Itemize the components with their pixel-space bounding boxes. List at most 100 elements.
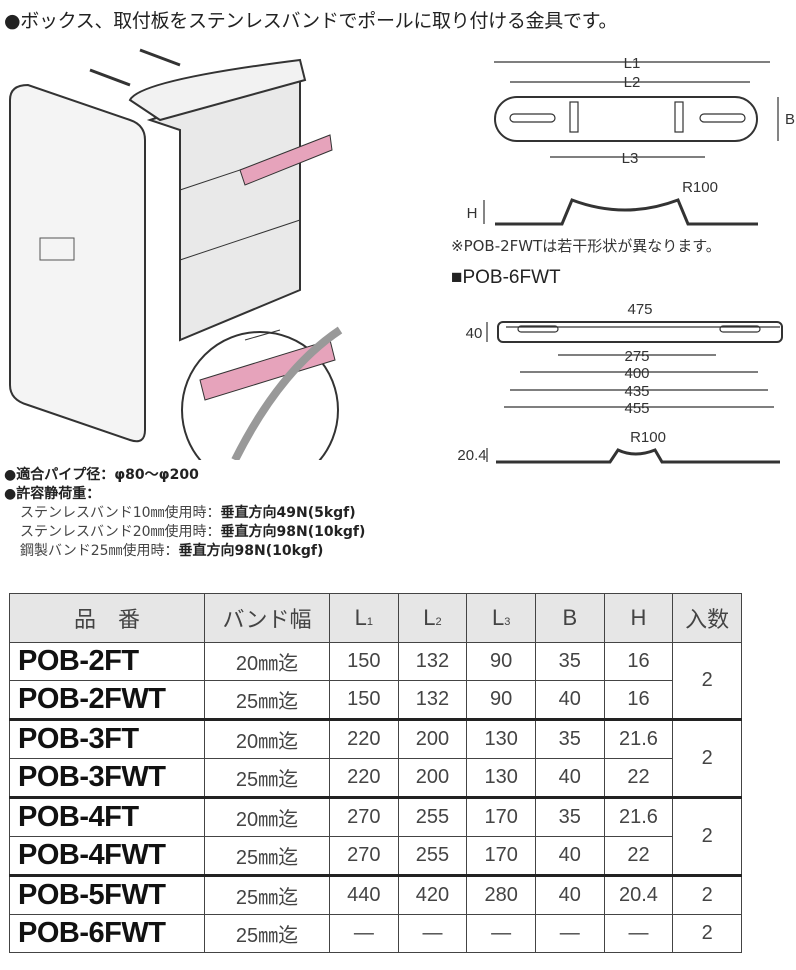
table-cell: 255 bbox=[397, 836, 468, 876]
part-number: POB-6FWT bbox=[9, 914, 205, 953]
dim-40: 40 bbox=[466, 325, 483, 342]
part-number: POB-4FWT bbox=[9, 836, 205, 876]
part-number: POB-5FWT bbox=[9, 874, 205, 915]
load-value: 垂直方向98N(10kgf) bbox=[220, 524, 366, 540]
dim-475: 475 bbox=[627, 301, 652, 318]
table-cell: — bbox=[534, 914, 605, 953]
dim-400: 400 bbox=[624, 365, 649, 382]
dim-l2: L2 bbox=[624, 74, 641, 91]
table-cell: 16 bbox=[603, 642, 674, 681]
col-l3: L3 bbox=[466, 593, 536, 643]
table-cell: 270 bbox=[329, 836, 399, 876]
pipe-label: ●適合パイプ径： bbox=[4, 467, 115, 483]
col-l1: L1 bbox=[329, 593, 399, 643]
table-cell: 2 bbox=[672, 874, 742, 915]
dim-h: H bbox=[467, 205, 478, 222]
product-illustration bbox=[9, 48, 343, 460]
table-cell: — bbox=[397, 914, 468, 953]
table-cell: 20㎜迄 bbox=[204, 718, 330, 759]
load-value: 垂直方向98N(10kgf) bbox=[178, 543, 324, 559]
table-cell: 255 bbox=[397, 796, 468, 837]
table-cell: 21.6 bbox=[603, 718, 674, 759]
table-cell: 220 bbox=[329, 758, 399, 798]
table-cell: 280 bbox=[466, 874, 536, 915]
table-cell: 40 bbox=[534, 874, 605, 915]
load-cond: ステンレスバンド10㎜使用時： bbox=[20, 505, 221, 521]
dim-20-4: 20.4 bbox=[457, 447, 486, 464]
table-cell: 40 bbox=[534, 680, 605, 720]
table-cell: 130 bbox=[466, 718, 536, 759]
dim-r100-6: R100 bbox=[630, 429, 666, 446]
table-cell: 200 bbox=[397, 758, 468, 798]
specs: ●適合パイプ径：φ80〜φ200 ●許容静荷重： ステンレスバンド10㎜使用時：… bbox=[4, 466, 365, 561]
load-label: ●許容静荷重： bbox=[4, 486, 101, 502]
table-cell: 220 bbox=[329, 718, 399, 759]
table-cell: 90 bbox=[466, 680, 536, 720]
table-cell: 2 bbox=[672, 914, 742, 953]
part-number: POB-2FT bbox=[9, 642, 205, 681]
col-qty: 入数 bbox=[672, 593, 742, 643]
col-b: B bbox=[534, 593, 605, 643]
table-cell: 150 bbox=[329, 642, 399, 681]
table-cell: 132 bbox=[397, 642, 468, 681]
table-cell: 150 bbox=[329, 680, 399, 720]
box-body bbox=[128, 58, 307, 342]
table-cell: 22 bbox=[603, 758, 674, 798]
table-cell: 25㎜迄 bbox=[204, 836, 330, 876]
part-number: POB-3FWT bbox=[9, 758, 205, 798]
screw-icons bbox=[89, 48, 181, 87]
table-cell: 130 bbox=[466, 758, 536, 798]
pob6-title: ■POB-6FWT bbox=[451, 267, 561, 288]
dim-l1: L1 bbox=[624, 55, 641, 72]
col-h: H bbox=[603, 593, 674, 643]
table-cell: 270 bbox=[329, 796, 399, 837]
table-cell: 35 bbox=[534, 796, 605, 837]
dim-455: 455 bbox=[624, 400, 649, 417]
table-cell: 22 bbox=[603, 836, 674, 876]
headline: ●ボックス、取付板をステンレスバンドでポールに取り付ける金具です。 bbox=[4, 10, 618, 32]
load-value: 垂直方向49N(5kgf) bbox=[220, 505, 356, 521]
dimension-drawings: L1 L2 L3 B H R100 475 40 275 400 435 455… bbox=[457, 55, 795, 464]
col-l2: L2 bbox=[397, 593, 468, 643]
table-cell: 170 bbox=[466, 836, 536, 876]
table-cell: 21.6 bbox=[603, 796, 674, 837]
table-cell: 200 bbox=[397, 718, 468, 759]
table-header: 品 番 バンド幅 L1 L2 L3 B H 入数 bbox=[9, 593, 742, 643]
table-cell: 2 bbox=[672, 718, 742, 798]
dim-l3: L3 bbox=[622, 150, 639, 167]
col-part-number: 品 番 bbox=[9, 593, 205, 643]
table-cell: — bbox=[466, 914, 536, 953]
table-cell: 170 bbox=[466, 796, 536, 837]
dim-275: 275 bbox=[624, 348, 649, 365]
part-number: POB-3FT bbox=[9, 718, 205, 759]
part-number: POB-2FWT bbox=[9, 680, 205, 720]
table-cell: 440 bbox=[329, 874, 399, 915]
table-cell: 20㎜迄 bbox=[204, 796, 330, 837]
dim-435: 435 bbox=[624, 383, 649, 400]
table-cell: 20.4 bbox=[603, 874, 674, 915]
bracket bbox=[239, 134, 333, 186]
table-cell: — bbox=[329, 914, 399, 953]
dim-r: R100 bbox=[682, 179, 718, 196]
table-cell: 2 bbox=[672, 642, 742, 720]
box-cover bbox=[9, 83, 146, 443]
table-cell: 25㎜迄 bbox=[204, 758, 330, 798]
table-cell: 25㎜迄 bbox=[204, 874, 330, 915]
table-cell: 35 bbox=[534, 642, 605, 681]
load-cond: 鋼製バンド25㎜使用時： bbox=[20, 543, 179, 559]
table-cell: 90 bbox=[466, 642, 536, 681]
table-cell: 2 bbox=[672, 796, 742, 876]
shape-note: ※POB-2FWTは若干形状が異なります。 bbox=[451, 237, 721, 255]
table-cell: — bbox=[603, 914, 674, 953]
load-cond: ステンレスバンド20㎜使用時： bbox=[20, 524, 221, 540]
table-cell: 40 bbox=[534, 758, 605, 798]
